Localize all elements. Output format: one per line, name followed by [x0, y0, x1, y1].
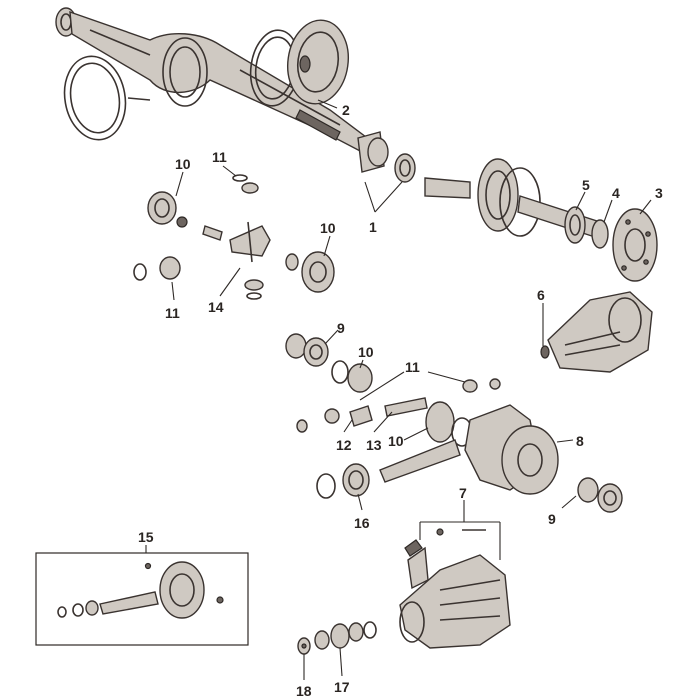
pinion-shaft	[202, 221, 271, 263]
callout-12: 12	[336, 437, 352, 453]
pinion-gear-left	[133, 256, 181, 281]
ring-gear	[425, 401, 473, 447]
side-gear-upper-left	[147, 191, 188, 228]
pinion-nut	[297, 637, 311, 655]
callout-16: 16	[354, 515, 370, 531]
callout-1: 1	[369, 219, 377, 235]
leader-lines	[145, 99, 652, 680]
axle-end-flange	[357, 131, 416, 183]
callout-9-upper: 9	[337, 320, 345, 336]
callout-4: 4	[612, 185, 620, 201]
callout-5: 5	[582, 177, 590, 193]
differential-case	[379, 404, 559, 495]
ring-and-pinion-set	[57, 561, 224, 619]
callout-2: 2	[342, 102, 350, 118]
callout-6: 6	[537, 287, 545, 303]
callout-10-right: 10	[320, 220, 336, 236]
axle-hub-flange	[612, 208, 658, 282]
callout-3: 3	[655, 185, 663, 201]
oil-seal	[316, 463, 370, 499]
callout-10-lower: 10	[388, 433, 404, 449]
carrier-bearing-upper	[285, 333, 329, 367]
bearing-cap-bolts	[404, 528, 486, 590]
carrier-bearing-right	[577, 477, 623, 513]
callout-8: 8	[576, 433, 584, 449]
side-gear-center	[331, 360, 373, 393]
callout-17: 17	[334, 679, 350, 695]
housing-gasket-left	[63, 55, 127, 141]
callout-10-upper-left: 10	[175, 156, 191, 172]
cross-shaft	[384, 397, 428, 417]
callout-13: 13	[366, 437, 382, 453]
callout-11-upper: 11	[212, 149, 227, 165]
carrier-housing	[399, 554, 511, 649]
callout-7: 7	[459, 485, 467, 501]
callout-18: 18	[296, 683, 312, 699]
callout-15: 15	[138, 529, 154, 545]
callout-labels: 1 2 3 4 5 6 7 8 9 9 10 10 10 10 11 11 11…	[138, 102, 663, 699]
callout-14: 14	[208, 299, 224, 315]
carrier-assembly	[540, 291, 653, 373]
companion-flange	[314, 621, 377, 650]
axle-bearing	[564, 206, 586, 244]
callout-11-left: 11	[165, 305, 180, 321]
differential-cover	[249, 19, 349, 107]
ring-pinion-set-inset	[35, 552, 249, 646]
side-gear-right	[285, 251, 335, 293]
bearing-retainer	[591, 219, 609, 249]
thrust-washer-lower	[244, 279, 264, 300]
pinion-gears-center	[296, 378, 501, 433]
callout-9-lower: 9	[548, 511, 556, 527]
axle-housing	[55, 7, 371, 153]
thrust-washer-upper	[232, 174, 259, 194]
callout-11-center: 11	[405, 359, 420, 375]
callout-10-center: 10	[358, 344, 374, 360]
